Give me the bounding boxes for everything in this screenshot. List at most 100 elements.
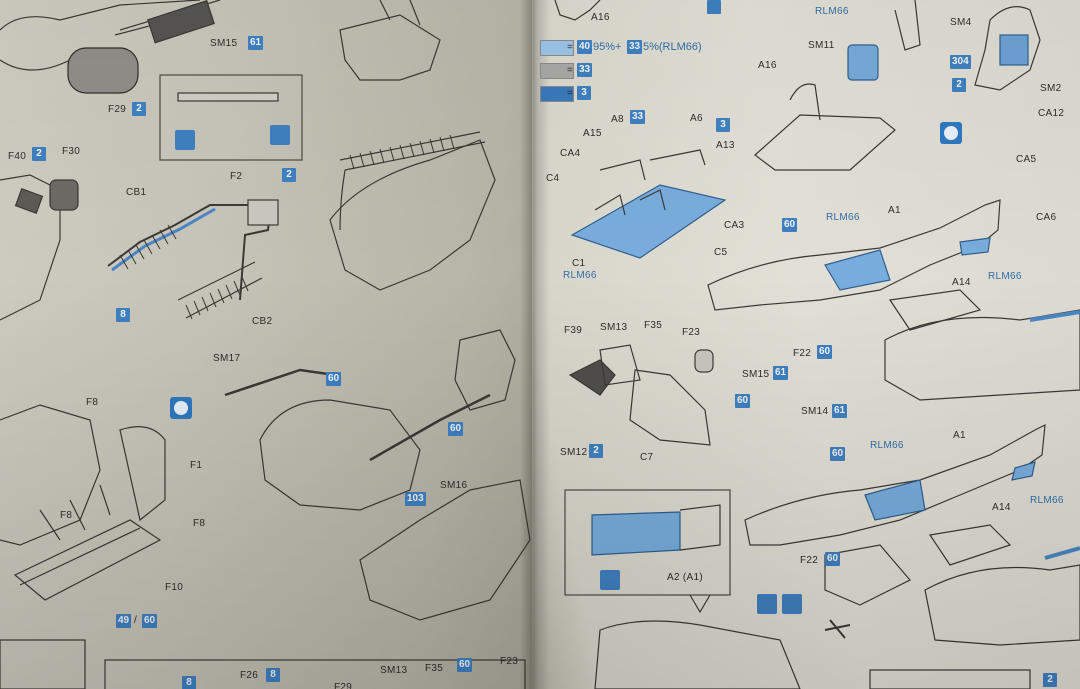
paint-ref: 33 xyxy=(627,40,643,54)
paint-ref: 61 xyxy=(832,404,848,418)
label-f35: F35 xyxy=(425,663,444,674)
label-cb2: CB2 xyxy=(252,316,273,327)
step-icon xyxy=(170,397,192,419)
label-a16: A16 xyxy=(591,12,610,23)
label-a2-a1: A2 (A1) xyxy=(667,572,704,583)
label-f8: F8 xyxy=(60,510,73,521)
label-f30: F30 xyxy=(62,146,81,157)
label-cb1: CB1 xyxy=(126,187,147,198)
label-sm11: SM11 xyxy=(808,40,835,51)
paint-ref: 60 xyxy=(448,422,464,436)
page-number: 2 xyxy=(1043,673,1057,687)
label-sm15: SM15 xyxy=(742,369,770,380)
label-a8: A8 xyxy=(611,114,624,125)
label-f2: F2 xyxy=(230,171,243,182)
paint-icon xyxy=(175,130,195,150)
paint-brush-icon xyxy=(782,594,802,614)
label-ca6: CA6 xyxy=(1036,212,1057,223)
label-f22: F22 xyxy=(793,348,812,359)
label-f23: F23 xyxy=(682,327,701,338)
label-f8: F8 xyxy=(86,397,99,408)
label-f1: F1 xyxy=(190,460,203,471)
book-gutter xyxy=(520,0,550,689)
label-slash: / xyxy=(134,615,138,626)
label-ca4: CA4 xyxy=(560,148,581,159)
label-a15: A15 xyxy=(583,128,602,139)
label-f10: F10 xyxy=(165,582,184,593)
paint-ref: 33 xyxy=(577,63,593,77)
label-sm12: SM12 xyxy=(560,447,588,458)
paint-ref: 2 xyxy=(282,168,296,182)
paint-ref: 33 xyxy=(630,110,646,124)
label-sm2: SM2 xyxy=(1040,83,1062,94)
legend-swatch-grey xyxy=(540,63,574,79)
paint-icon xyxy=(600,570,620,590)
label-ca3: CA3 xyxy=(724,220,745,231)
label-rlm66: RLM66 xyxy=(1030,495,1064,506)
legend-swatch-blue xyxy=(540,86,574,102)
label-sm4: SM4 xyxy=(950,17,972,28)
label-rlm66: RLM66 xyxy=(563,270,597,281)
paint-ref: 60 xyxy=(142,614,158,628)
label-f35: F35 xyxy=(644,320,663,331)
label-f8: F8 xyxy=(193,518,206,529)
paint-ref: 40 xyxy=(577,40,593,54)
paint-ref: 2 xyxy=(589,444,603,458)
legend-equals: = xyxy=(567,42,574,53)
legend-swatch-mix xyxy=(540,40,574,56)
label-sm13: SM13 xyxy=(600,322,628,333)
label-rlm66: RLM66 xyxy=(826,212,860,223)
paint-ref: 8 xyxy=(116,308,130,322)
label-f23: F23 xyxy=(500,656,519,667)
paint-ref: 2 xyxy=(952,78,966,92)
paint-ref: 2 xyxy=(32,147,46,161)
paint-ref: 60 xyxy=(457,658,473,672)
paint-ref: 2 xyxy=(132,102,146,116)
label-a6: A6 xyxy=(690,113,703,124)
label-c1: C1 xyxy=(572,258,586,269)
label-sm16: SM16 xyxy=(440,480,468,491)
paint-ref: 3 xyxy=(577,86,591,100)
label-sm13: SM13 xyxy=(380,665,408,676)
paint-ref: 8 xyxy=(266,668,280,682)
legend-mix-1: 95%+ xyxy=(593,41,622,53)
left-page xyxy=(0,0,532,689)
label-c5: C5 xyxy=(714,247,728,258)
engine-block-top-left xyxy=(0,0,201,71)
label-rlm66: RLM66 xyxy=(815,6,849,17)
part-f29 xyxy=(67,47,139,94)
paint-ref: 60 xyxy=(326,372,342,386)
label-f29: F29 xyxy=(108,104,127,115)
paint-ref: 60 xyxy=(782,218,798,232)
paint-ref: 61 xyxy=(248,36,264,50)
paint-ref: 8 xyxy=(182,676,196,689)
label-rlm66: RLM66 xyxy=(988,271,1022,282)
legend-mix-2: 5%(RLM66) xyxy=(643,41,702,53)
label-ca12: CA12 xyxy=(1038,108,1065,119)
label-ca5: CA5 xyxy=(1016,154,1037,165)
label-a16: A16 xyxy=(758,60,777,71)
label-a1: A1 xyxy=(888,205,901,216)
paint-ref xyxy=(707,0,721,14)
paint-ref: 61 xyxy=(773,366,789,380)
paint-ref: 60 xyxy=(825,552,841,566)
glue-icon xyxy=(757,594,777,614)
paint-ref: 103 xyxy=(405,492,426,506)
label-sm14: SM14 xyxy=(801,406,829,417)
paint-ref: 60 xyxy=(817,345,833,359)
label-a14: A14 xyxy=(992,502,1011,513)
paint-ref: 304 xyxy=(950,55,971,69)
label-f22: F22 xyxy=(800,555,819,566)
label-f26: F26 xyxy=(240,670,259,681)
label-f29: F29 xyxy=(334,682,353,689)
paint-ref: 60 xyxy=(735,394,751,408)
paint-ref: 49 xyxy=(116,614,132,628)
label-sm15: SM15 xyxy=(210,38,238,49)
label-rlm66: RLM66 xyxy=(870,440,904,451)
label-a14: A14 xyxy=(952,277,971,288)
label-f39: F39 xyxy=(564,325,583,336)
label-sm17: SM17 xyxy=(213,353,241,364)
label-f40: F40 xyxy=(8,151,27,162)
